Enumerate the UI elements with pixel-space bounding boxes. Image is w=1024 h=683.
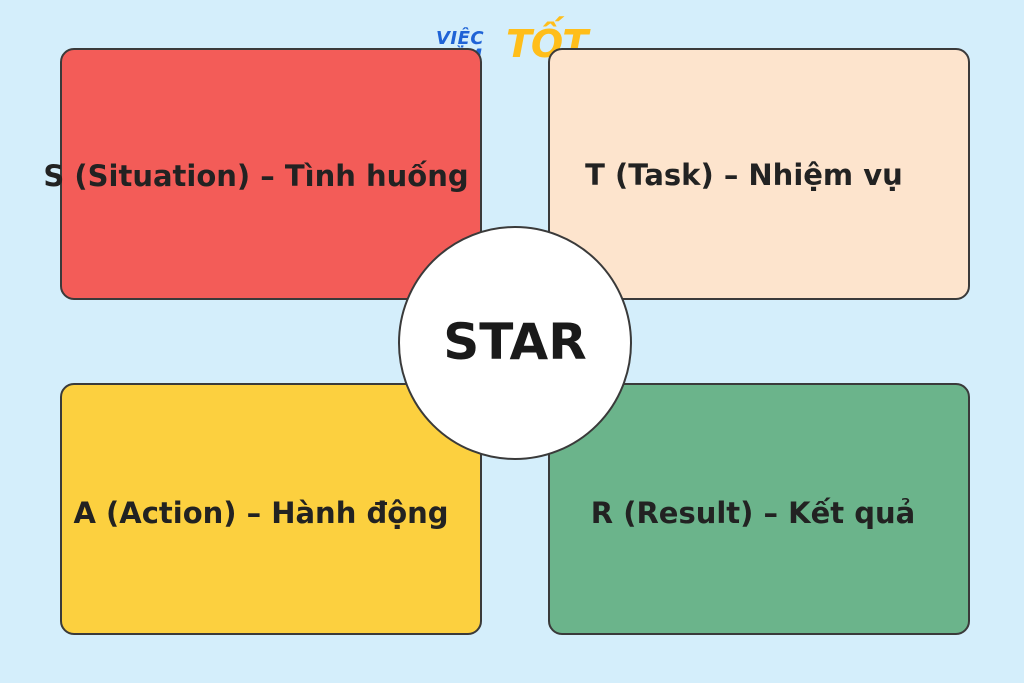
logo-text-viec: VIỆC bbox=[436, 28, 485, 49]
result-card: R (Result) – Kết quả bbox=[548, 383, 970, 635]
star-label: STAR bbox=[443, 313, 587, 371]
task-label: T (Task) – Nhiệm vụ bbox=[585, 158, 903, 192]
situation-card: S (Situation) – Tình huống bbox=[43, 48, 482, 300]
star-center-circle: STAR bbox=[398, 226, 632, 460]
action-card: A (Action) – Hành động bbox=[60, 383, 482, 635]
action-label: A (Action) – Hành động bbox=[73, 496, 449, 530]
situation-label: S (Situation) – Tình huống bbox=[43, 159, 469, 193]
task-card: T (Task) – Nhiệm vụ bbox=[548, 48, 970, 300]
result-label: R (Result) – Kết quả bbox=[590, 496, 916, 530]
